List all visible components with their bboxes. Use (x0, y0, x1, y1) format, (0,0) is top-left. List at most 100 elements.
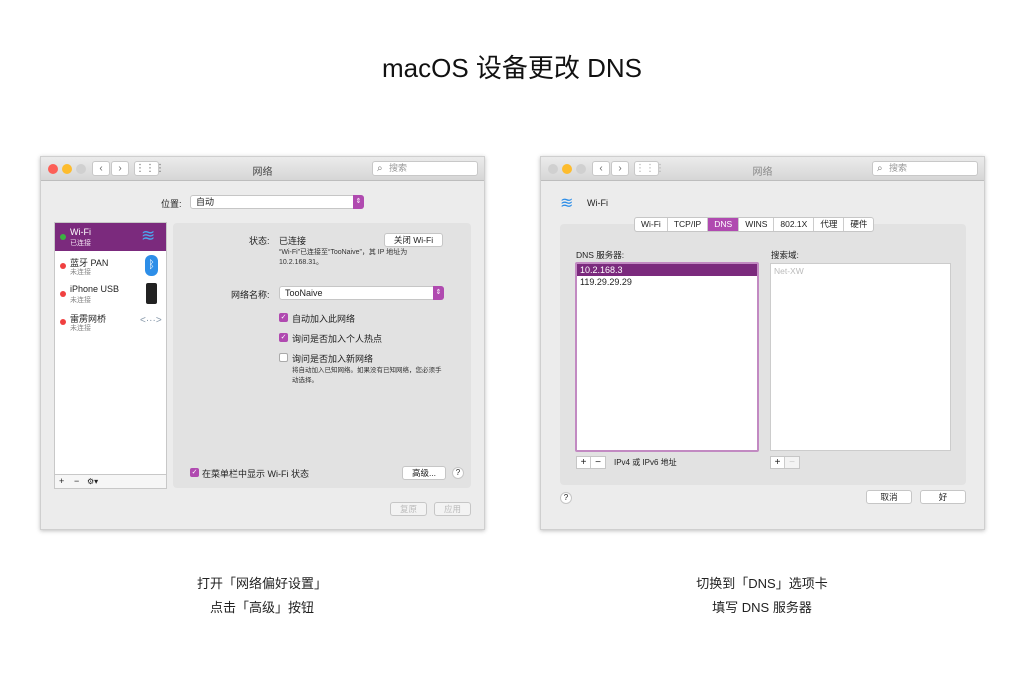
dns-servers-label: DNS 服务器: (576, 250, 625, 260)
remove-domain-button[interactable]: − (785, 457, 799, 468)
close-button[interactable] (48, 164, 58, 174)
help-button[interactable]: ? (560, 492, 572, 504)
advanced-dns-window: ‹ › ⋮⋮⋮ 网络 ⌕ 搜索 ≋ Wi-Fi Wi-Fi TCP/IP DNS … (540, 156, 985, 530)
forward-button[interactable]: › (111, 161, 129, 176)
forward-button[interactable]: › (611, 161, 629, 176)
service-name: 蓝牙 PAN (70, 258, 109, 268)
tab-tcpip[interactable]: TCP/IP (668, 218, 709, 231)
close-button[interactable] (548, 164, 558, 174)
search-domains-label: 搜索域: (771, 250, 799, 260)
back-button[interactable]: ‹ (92, 161, 110, 176)
service-list-toolbar: + − ⚙▾ (55, 474, 166, 488)
search-input[interactable]: ⌕ 搜索 (872, 161, 978, 176)
dns-server-item[interactable]: 119.29.29.29 (580, 277, 632, 287)
location-select[interactable]: 自动⇕ (190, 195, 364, 209)
status-dot (60, 234, 66, 240)
add-dns-button[interactable]: + (577, 457, 592, 468)
service-item-thunderbolt-bridge[interactable]: 雷雳网桥 未连接 <···> (55, 308, 166, 336)
service-item-iphone-usb[interactable]: iPhone USB 未连接 (55, 280, 166, 308)
ask-hotspot-checkbox[interactable]: ✓ (279, 333, 288, 342)
search-placeholder: 搜索 (889, 163, 908, 173)
minimize-button[interactable] (62, 164, 72, 174)
remove-dns-button[interactable]: − (595, 457, 601, 468)
service-item-wifi[interactable]: Wi-Fi 已连接 ≋ (55, 223, 166, 251)
window-title: 网络 (252, 167, 273, 178)
location-label: 位置: (161, 199, 182, 209)
minimize-button[interactable] (562, 164, 572, 174)
dns-server-list[interactable]: 10.2.168.3 119.29.29.29 (575, 262, 759, 452)
caption-line: 打开「网络偏好设置」 (196, 576, 327, 591)
show-all-grid-icon[interactable]: ⋮⋮⋮ (134, 161, 165, 176)
service-status: 已连接 (70, 240, 91, 247)
search-icon: ⌕ (377, 163, 383, 174)
show-menu-label: 在菜单栏中显示 Wi-Fi 状态 (202, 469, 309, 479)
network-name-select[interactable]: TooNaive ⇕ (279, 286, 444, 300)
dns-server-item[interactable]: 10.2.168.3 (577, 264, 757, 276)
ok-button[interactable]: 好 (920, 490, 966, 504)
status-dot (60, 319, 66, 325)
apply-button[interactable]: 应用 (434, 502, 471, 516)
help-button[interactable]: ? (452, 467, 464, 479)
tab-hardware[interactable]: 硬件 (850, 219, 868, 229)
ask-description: 将自动加入已知网络。如果没有已知网络，您必须手动选择。 (292, 367, 442, 384)
status-description: “Wi-Fi”已连接至“TooNaive”，其 IP 地址为 10.2.168.… (279, 249, 408, 266)
tab-bar: Wi-Fi TCP/IP DNS WINS 802.1X 代理 硬件 (634, 217, 875, 232)
advanced-button[interactable]: 高级... (402, 466, 446, 480)
ask-new-network-checkbox[interactable] (279, 353, 288, 362)
search-input[interactable]: ⌕ 搜索 (372, 161, 478, 176)
page-title: macOS 设备更改 DNS (381, 53, 643, 83)
remove-service-button[interactable]: − (74, 476, 80, 486)
chevron-updown-icon: ⇕ (433, 286, 444, 300)
left-caption: 打开「网络偏好设置」 点击「高级」按钮 (112, 572, 412, 620)
wifi-icon: ≋ (560, 195, 574, 212)
tab-dns[interactable]: DNS (708, 218, 740, 231)
domain-add-remove: + − (770, 456, 800, 469)
dns-add-remove: + − (576, 456, 606, 469)
cancel-button[interactable]: 取消 (866, 490, 912, 504)
caption-line: 点击「高级」按钮 (209, 600, 314, 615)
back-button[interactable]: ‹ (592, 161, 610, 176)
title-bar: ‹ › ⋮⋮⋮ 网络 ⌕ 搜索 (541, 157, 984, 181)
tab-wins[interactable]: WINS (739, 218, 775, 231)
detail-panel: 状态: 已连接 关闭 Wi-Fi “Wi-Fi”已连接至“TooNaive”，其… (173, 223, 471, 488)
search-domain-list[interactable]: Net-XW (770, 263, 951, 451)
iphone-icon (146, 283, 157, 304)
location-value: 自动 (196, 197, 215, 207)
dns-hint: IPv4 或 IPv6 地址 (614, 458, 677, 467)
status-label: 状态: (249, 236, 270, 246)
title-bar: ‹ › ⋮⋮⋮ 网络 ⌕ 搜索 (41, 157, 484, 181)
add-service-button[interactable]: + (59, 476, 65, 486)
service-status: 未连接 (70, 269, 91, 276)
network-name-label: 网络名称: (231, 290, 270, 300)
gear-icon[interactable]: ⚙▾ (87, 477, 99, 486)
tab-8021x[interactable]: 802.1X (774, 218, 815, 231)
search-icon: ⌕ (877, 163, 883, 174)
checkbox-label: 询问是否加入新网络 (292, 354, 374, 364)
right-caption: 切换到「DNS」选项卡 填写 DNS 服务器 (612, 572, 912, 620)
network-name-value: TooNaive (285, 288, 323, 298)
tab-proxy[interactable]: 代理 (814, 218, 845, 231)
show-menu-checkbox[interactable]: ✓ (190, 468, 199, 477)
zoom-button[interactable] (76, 164, 86, 174)
search-domain-item[interactable]: Net-XW (774, 266, 804, 276)
turn-off-wifi-button[interactable]: 关闭 Wi-Fi (384, 233, 443, 247)
tab-wifi[interactable]: Wi-Fi (635, 218, 668, 231)
caption-line: 切换到「DNS」选项卡 (696, 576, 828, 591)
search-placeholder: 搜索 (389, 163, 408, 173)
bluetooth-icon: ᛒ (145, 255, 158, 276)
network-preferences-window: ‹ › ⋮⋮⋮ 网络 ⌕搜索 位置: 自动⇕ Wi-Fi 已连接 ≋ 蓝牙 PA… (40, 156, 485, 530)
zoom-button[interactable] (576, 164, 586, 174)
caption-line: 填写 DNS 服务器 (712, 600, 812, 615)
service-item-bluetooth[interactable]: 蓝牙 PAN 未连接 ᛒ (55, 252, 166, 280)
show-all-grid-icon[interactable]: ⋮⋮⋮ (634, 161, 665, 176)
checkbox-label: 询问是否加入个人热点 (292, 334, 383, 344)
service-status: 未连接 (70, 297, 91, 304)
auto-join-checkbox[interactable]: ✓ (279, 313, 288, 322)
window-title: 网络 (752, 167, 773, 178)
wifi-icon: ≋ (141, 226, 156, 245)
revert-button[interactable]: 复原 (390, 502, 427, 516)
service-name: 雷雳网桥 (70, 314, 107, 324)
add-domain-button[interactable]: + (771, 457, 786, 468)
thunderbolt-bridge-icon: <···> (140, 315, 162, 326)
service-list: Wi-Fi 已连接 ≋ 蓝牙 PAN 未连接 ᛒ iPhone USB 未连接 … (54, 222, 167, 489)
